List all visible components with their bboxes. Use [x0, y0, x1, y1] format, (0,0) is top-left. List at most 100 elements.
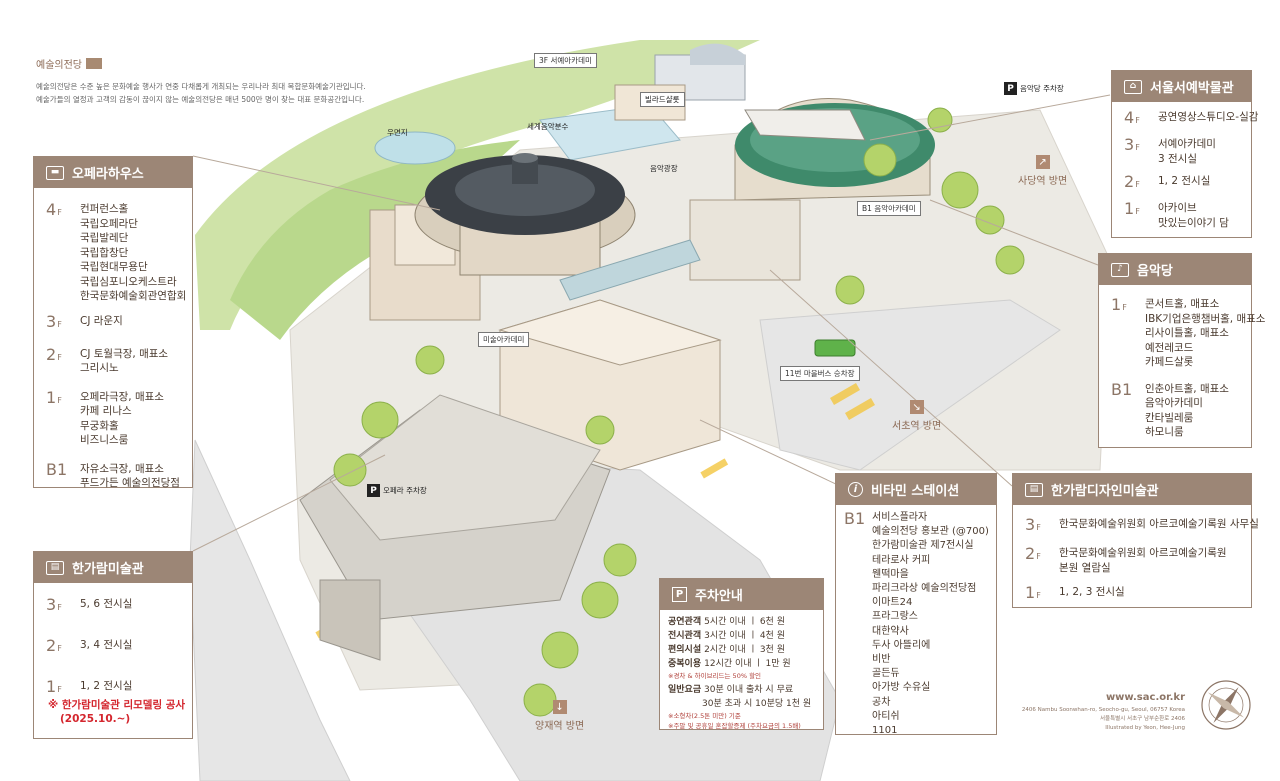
- arrow-southeast-icon: ↘: [909, 400, 924, 414]
- arrow-south-icon: ↓: [552, 700, 567, 714]
- floor-items: 공연영상스튜디오-실감: [1158, 110, 1258, 125]
- floor-item: 카페 리나스: [80, 405, 132, 417]
- brand-logo: 예술의전당: [36, 56, 102, 71]
- floor-label: 4F: [1124, 108, 1140, 127]
- floor-item: 컨퍼런스홀: [80, 203, 129, 215]
- vitamin-item: 테라로사 커피: [872, 554, 931, 566]
- glass-corridor: [559, 239, 701, 301]
- dir-sadang[interactable]: ↗ 사당역 방면: [1018, 155, 1067, 187]
- label-calligraphy-academy[interactable]: 3F 서예아카데미: [534, 53, 597, 68]
- opera-house-title: 오페라하우스: [72, 167, 144, 182]
- general-rate-row: 일반요금 30분 이내 출차 시 무료: [668, 683, 815, 697]
- label-art-academy[interactable]: 미술아카데미: [478, 332, 530, 347]
- floor-item: 맛있는이야기 담: [1158, 216, 1229, 229]
- vitamin-level: B1: [844, 509, 866, 528]
- hangaram-notice-line1: ※ 한가람미술관 리모델링 공사: [48, 699, 186, 711]
- vitamin-item: 골든듀: [872, 668, 900, 680]
- floor-label: 1F: [46, 677, 62, 696]
- label-music-plaza[interactable]: 음악광장: [650, 164, 678, 173]
- floor-item: 한국문화예술회관연합회: [80, 290, 187, 302]
- floor-item: 3, 4 전시실: [80, 639, 133, 651]
- floor-label: 1F: [46, 387, 62, 407]
- floor-label: B1: [1111, 379, 1133, 399]
- floor-row: 3F CJ 라운지: [46, 311, 180, 333]
- vitamin-item: 대한약사: [872, 625, 909, 637]
- floor-label: 1F: [1025, 583, 1041, 602]
- floor-item: 무궁화홀: [80, 419, 119, 432]
- parking-rate-text: 3시간 이내 ㅣ 4천 원: [704, 631, 785, 641]
- label-pond[interactable]: 우면지: [387, 128, 408, 137]
- brand-logo-text: 예술의전당: [36, 60, 82, 71]
- dir-seocho[interactable]: ↘ 서초역 방면: [892, 400, 941, 432]
- b1-badge: B1: [862, 204, 875, 213]
- floor-item: 한국문화예술위원회 아르코예술기록원: [1059, 547, 1227, 559]
- floor-label: 3F: [46, 311, 62, 331]
- hangaram-notice: ※ 한가람미술관 리모델링 공사 (2025.10.~): [48, 698, 185, 726]
- floor-item: 1, 2, 3 전시실: [1059, 586, 1125, 598]
- vitamin-item: 공차: [872, 696, 891, 708]
- concert-hall-title: 음악당: [1137, 264, 1173, 279]
- parking-structure: [299, 394, 611, 661]
- floor-item: 국립심포니오케스트라: [80, 275, 177, 288]
- floor-suffix: F: [1036, 552, 1041, 561]
- floor-item: 국립현대무용단: [80, 261, 148, 273]
- brand-intro-line1: 예술의전당은 수준 높은 문화예술 행사가 연중 다채롭게 개최되는 우리나라 …: [36, 82, 366, 91]
- parking-note2: ※소형차(2.5톤 미만) 기준: [668, 712, 741, 720]
- parking-rate-label: 중복이용: [668, 659, 702, 669]
- label-music-academy[interactable]: B1 음악아카데미: [857, 201, 921, 216]
- floor-item: CJ 라운지: [80, 314, 123, 327]
- dir-seocho-text: 서초역 방면: [892, 421, 942, 432]
- parking-rate-label: 공연관객: [668, 617, 702, 627]
- parking-rate-text: 2시간 이내 ㅣ 3천 원: [704, 645, 785, 655]
- label-fountain[interactable]: 세계음악분수: [527, 122, 569, 131]
- label-bus-stop[interactable]: 11번 마을버스 승차장: [780, 366, 860, 381]
- calligraphy-museum-title: 서울서예박물관: [1150, 81, 1234, 96]
- parking-icon: P: [1004, 82, 1017, 95]
- floor-suffix: F: [1036, 523, 1041, 532]
- floor-label: 3F: [46, 595, 62, 614]
- parking-rate-label: 전시관객: [668, 631, 702, 641]
- brand-intro-line2: 예술가들의 열정과 고객의 감동이 끊이지 않는 예술의전당은 매년 500만 …: [36, 95, 365, 104]
- concert-hall-header: ♪ 음악당: [1099, 254, 1251, 285]
- concert-hall-building: [734, 97, 935, 201]
- floor-items: 1, 2, 3 전시실: [1059, 585, 1125, 600]
- floor-item: 서예아카데미: [1158, 138, 1216, 150]
- parking-icon: P: [672, 587, 687, 602]
- vitamin-item: 예술의전당 홍보관 (@700): [872, 526, 989, 538]
- art-academy-building: [498, 299, 722, 471]
- floor-label: B1: [46, 459, 68, 479]
- address-en: 2406 Nambu Soonwhan-ro, Seocho-gu, Seoul…: [1021, 707, 1185, 713]
- floor-label: 1F: [1124, 199, 1140, 218]
- floor-items: CJ 라운지: [80, 314, 123, 329]
- website-link[interactable]: www.sac.or.kr: [1105, 692, 1185, 703]
- opera-house-header: ▬ 오페라하우스: [34, 157, 192, 188]
- dir-yangjae[interactable]: ↓ 양재역 방면: [535, 700, 584, 732]
- floor-row: 4F 공연영상스튜디오-실감: [1124, 108, 1258, 129]
- vitamin-item: 아티쉬: [872, 710, 900, 722]
- floor-item: 콘서트홀, 매표소: [1145, 298, 1220, 310]
- floor-suffix: F: [1036, 591, 1041, 600]
- label-villa-salon[interactable]: 빌라드샬롯: [640, 92, 685, 107]
- floor-suffix: F: [57, 644, 62, 653]
- hangaram-museum-header: ▤ 한가람미술관: [34, 552, 192, 583]
- info-icon: i: [848, 482, 863, 497]
- parking-rate-label: 편의시설: [668, 645, 702, 655]
